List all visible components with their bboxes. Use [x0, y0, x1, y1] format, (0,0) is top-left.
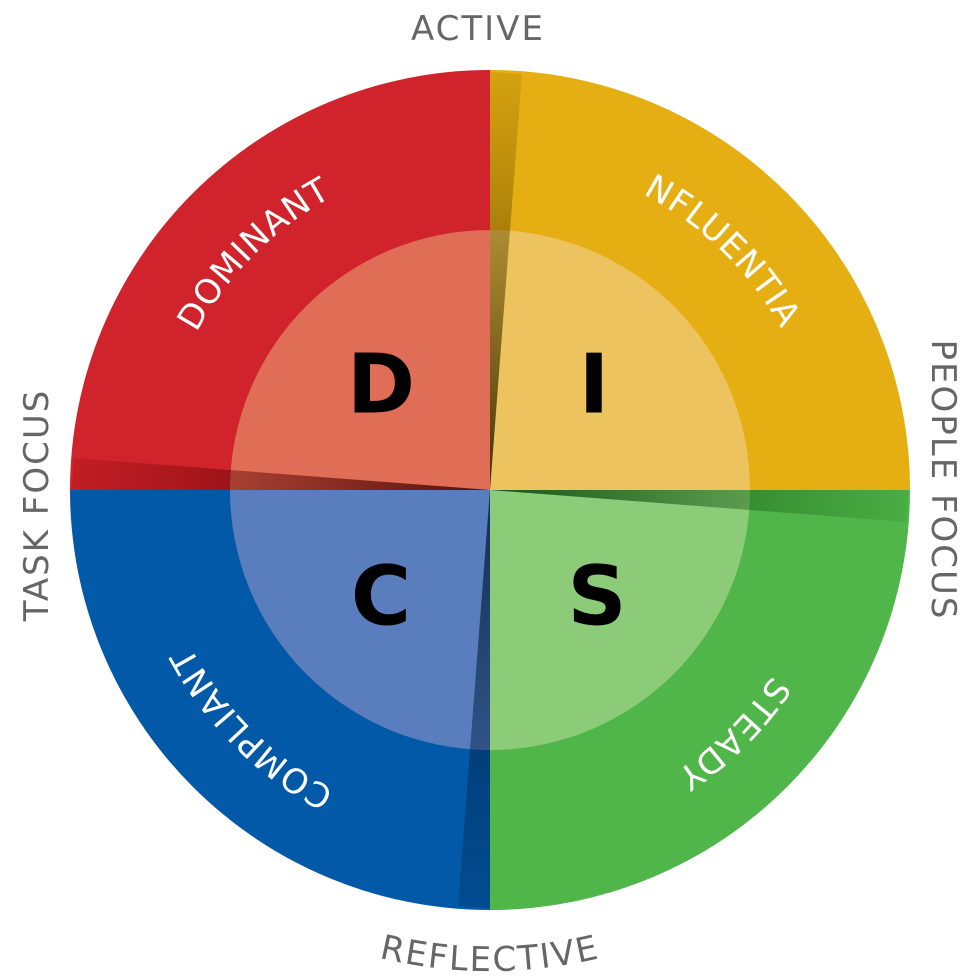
inner-quadrant-i	[490, 230, 750, 490]
axis-label-task-focus: TASK FOCUS	[17, 389, 57, 623]
inner-quadrant-d	[230, 230, 490, 490]
shadow-wedge-bottom	[458, 490, 490, 908]
axis-label-people-focus: PEOPLE FOCUS	[923, 339, 963, 620]
inner-quadrant-c	[230, 490, 490, 750]
letter-c: C	[351, 549, 411, 644]
shadow-wedge-left	[72, 458, 490, 490]
shadow-wedge-right	[490, 490, 908, 522]
shadow-wedge-top	[490, 72, 522, 490]
inner-quadrant-s	[490, 490, 750, 750]
letter-d: D	[347, 337, 415, 432]
axis-label-reflective: REFLECTIVE	[377, 928, 603, 980]
axis-label-active: ACTIVE	[411, 9, 545, 49]
letter-i: I	[579, 337, 610, 432]
letter-s: S	[567, 549, 626, 644]
